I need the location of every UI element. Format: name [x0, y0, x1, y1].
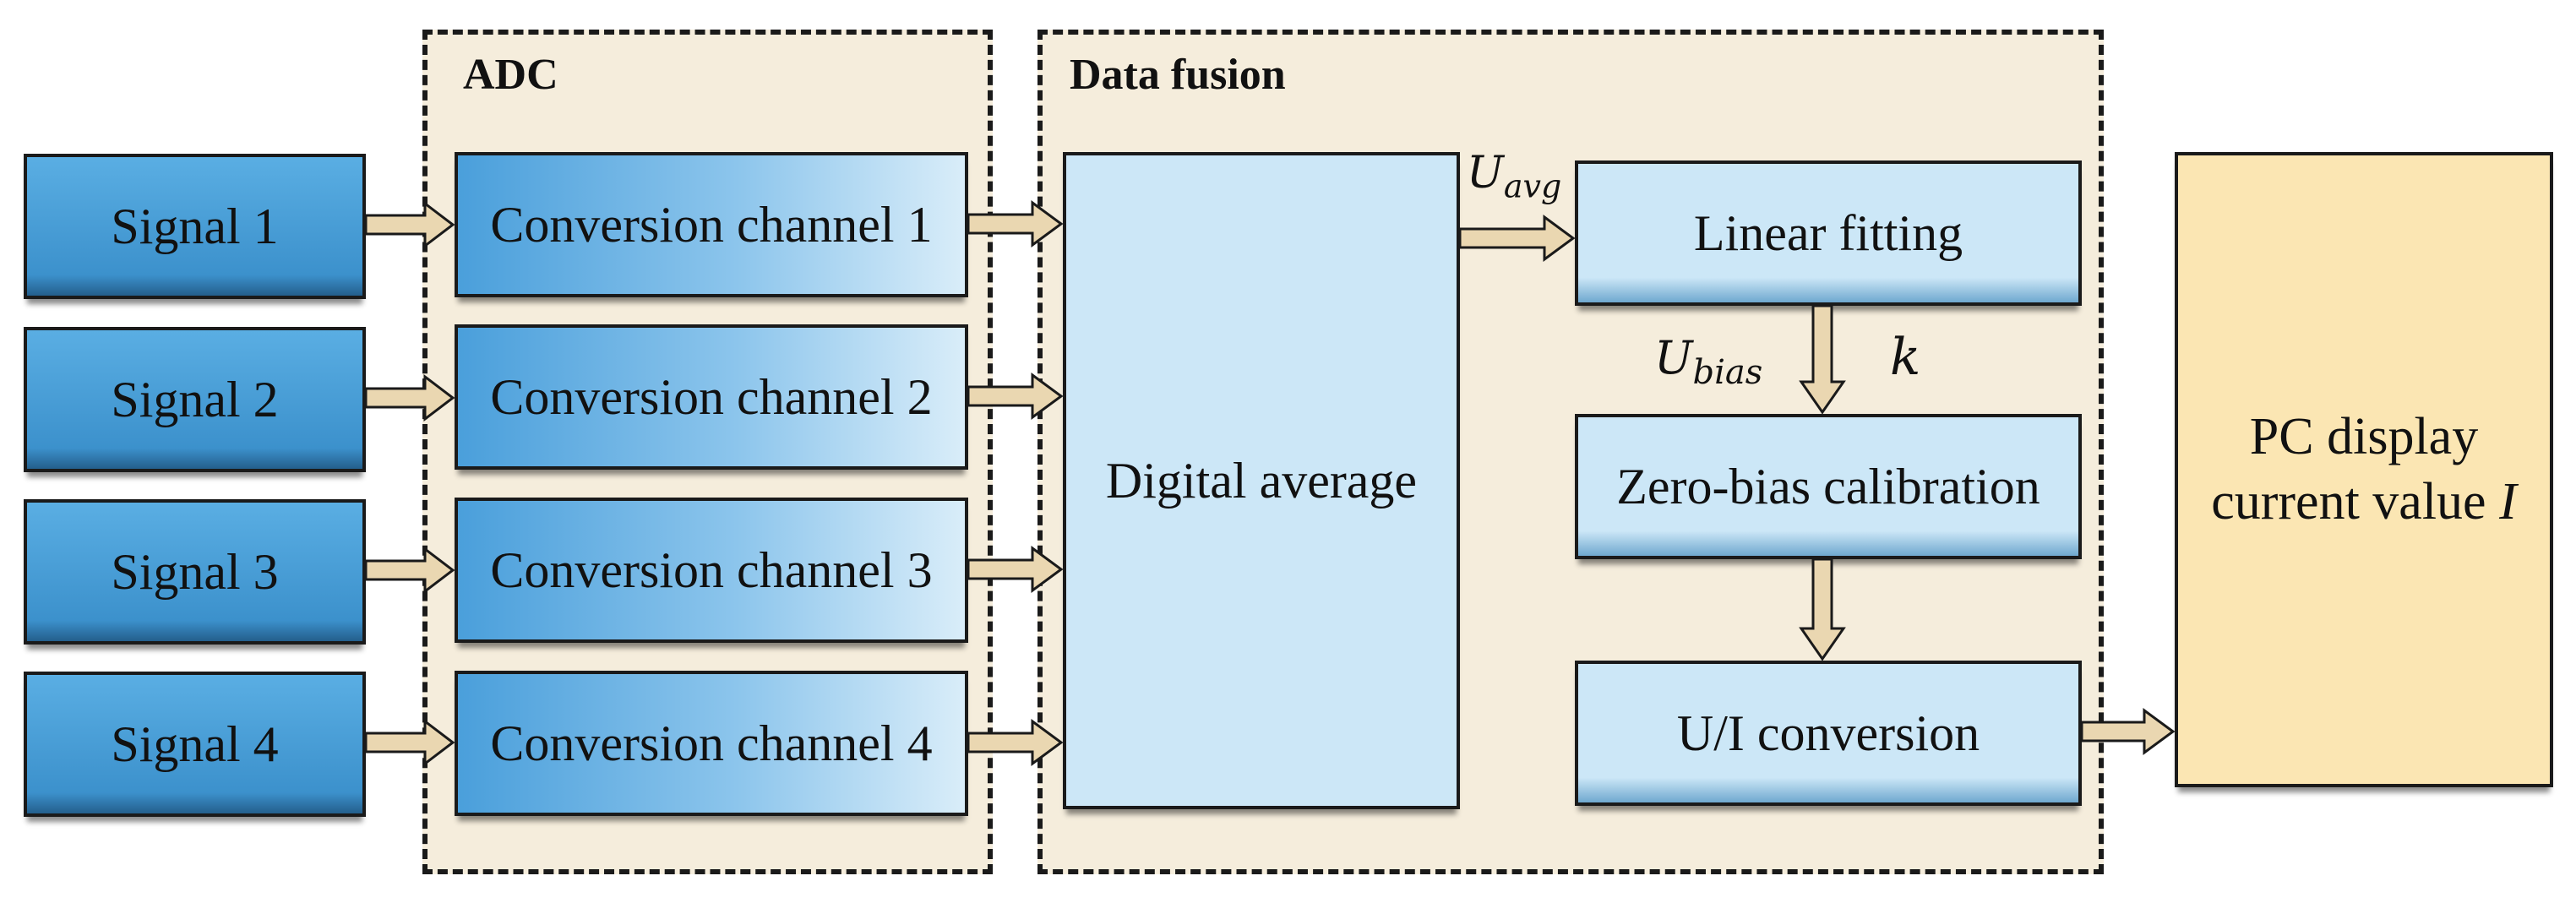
ui-conversion-label: U/I conversion	[1676, 704, 1980, 761]
conversion-channel-4-box: Conversion channel 4	[455, 671, 968, 816]
arrow-channel-4-to-average	[967, 719, 1064, 766]
signal-1-box: Signal 1	[24, 154, 366, 299]
data-fusion-group-title: Data fusion	[1070, 51, 1286, 99]
arrow-average-to-linear-fitting	[1458, 215, 1576, 262]
conversion-channel-1-box: Conversion channel 1	[455, 152, 968, 297]
signal-4-box: Signal 4	[24, 672, 366, 817]
u-bias-label: Ubias	[1654, 331, 1762, 392]
conversion-channel-3-label: Conversion channel 3	[490, 541, 933, 598]
conversion-channel-1-label: Conversion channel 1	[490, 196, 933, 253]
arrow-signal-1-to-channel-1	[364, 200, 455, 249]
arrow-channel-3-to-average	[967, 546, 1064, 593]
u-avg-base: U	[1467, 148, 1504, 199]
zero-bias-calibration-box: Zero-bias calibration	[1575, 414, 2082, 559]
conversion-channel-2-box: Conversion channel 2	[455, 324, 968, 470]
arrow-signal-2-to-channel-2	[364, 373, 455, 422]
u-bias-subscript: bias	[1692, 352, 1763, 392]
conversion-channel-4-label: Conversion channel 4	[490, 715, 933, 771]
arrow-linear-fitting-to-zero-bias	[1799, 304, 1846, 415]
arrow-signal-4-to-channel-4	[364, 718, 455, 767]
signal-2-label: Signal 2	[111, 371, 279, 427]
linear-fitting-label: Linear fitting	[1693, 204, 1963, 261]
signal-1-label: Signal 1	[111, 198, 279, 254]
ui-conversion-box: U/I conversion	[1575, 661, 2082, 806]
signal-3-label: Signal 3	[111, 543, 279, 600]
conversion-channel-2-label: Conversion channel 2	[490, 368, 933, 425]
pc-display-variable: I	[2499, 473, 2517, 530]
pc-display-box: PC display current value I	[2175, 152, 2553, 787]
k-label: k	[1890, 328, 1921, 387]
digital-average-label: Digital average	[1105, 452, 1418, 509]
zero-bias-calibration-label: Zero-bias calibration	[1616, 458, 2040, 514]
arrow-ui-conversion-to-pc	[2080, 708, 2176, 755]
arrow-channel-1-to-average	[967, 200, 1064, 248]
linear-fitting-box: Linear fitting	[1575, 160, 2082, 306]
conversion-channel-3-box: Conversion channel 3	[455, 498, 968, 643]
u-bias-base: U	[1654, 331, 1693, 384]
adc-group-title: ADC	[463, 51, 558, 99]
pc-display-label: PC display current value I	[2211, 405, 2516, 536]
arrow-channel-2-to-average	[967, 373, 1064, 420]
arrow-signal-3-to-channel-3	[364, 546, 455, 595]
digital-average-box: Digital average	[1063, 152, 1460, 809]
arrow-zero-bias-to-ui-conversion	[1799, 558, 1846, 661]
u-avg-subscript: avg	[1503, 167, 1562, 205]
u-avg-label: Uavg	[1467, 148, 1561, 204]
pc-display-line1: PC display	[2249, 407, 2479, 465]
signal-4-label: Signal 4	[111, 715, 279, 772]
pc-display-line2: current value	[2211, 473, 2500, 530]
signal-2-box: Signal 2	[24, 327, 366, 472]
signal-3-box: Signal 3	[24, 499, 366, 645]
